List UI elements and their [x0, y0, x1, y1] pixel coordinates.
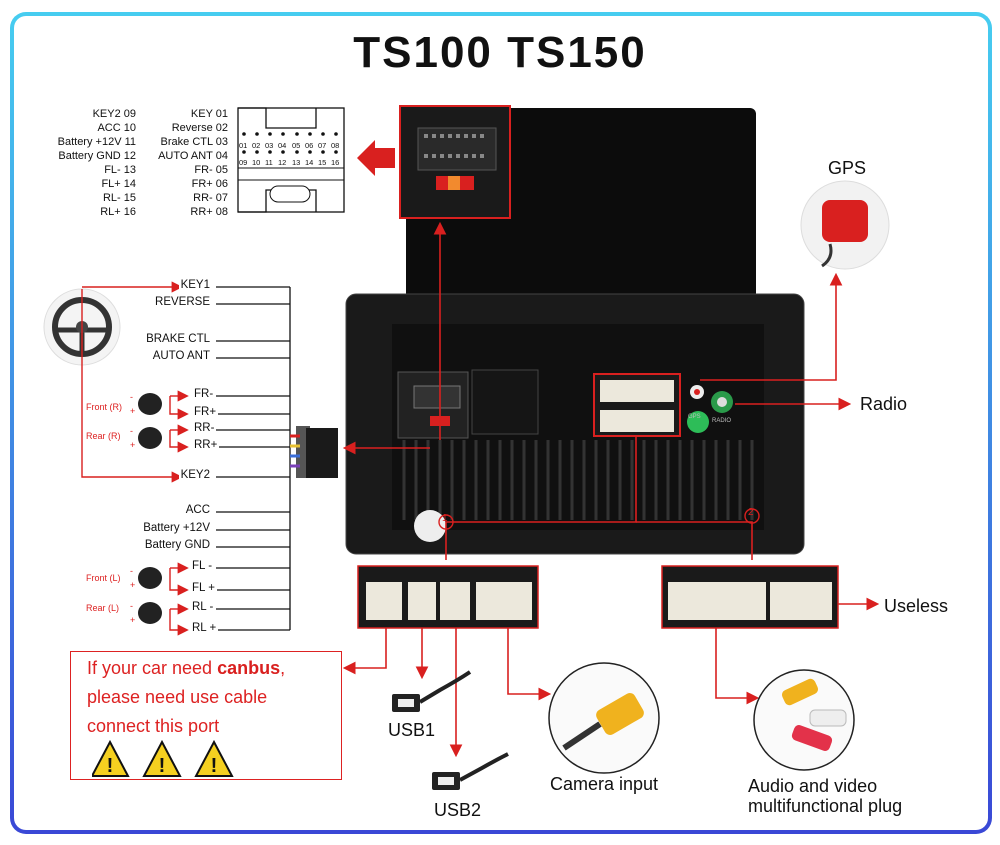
- radio-port-label: RADIO: [712, 418, 732, 424]
- harness-plug-image: [290, 426, 338, 478]
- wire-label-fr-minus: FR-: [192, 388, 216, 400]
- pin-label: Brake CTL 03: [160, 136, 228, 148]
- pinout-pointer-arrow: [357, 140, 395, 176]
- pin-label: Battery GND 12: [58, 150, 136, 162]
- av-plug-label-line2: multifunctional plug: [748, 796, 903, 816]
- pin-label: Battery +12V 11: [57, 136, 136, 148]
- pin-label: Reverse 02: [171, 122, 228, 134]
- wire-label-fl-plus: FL +: [190, 582, 217, 594]
- wire-label-key1: KEY1: [178, 279, 212, 291]
- wire-label-fl-minus: FL -: [190, 560, 215, 572]
- warning-icon: !: [142, 740, 182, 777]
- wire-label-rr-minus: RR-: [192, 422, 217, 434]
- warning-icon-glyph: !: [107, 755, 114, 777]
- warning-icon: !: [194, 740, 234, 777]
- warning-icons: ! ! !: [92, 740, 234, 777]
- canbus-note-line2: please need use cable: [87, 687, 268, 707]
- warning-icon-glyph: !: [159, 755, 166, 777]
- pin-label: FL- 13: [104, 164, 136, 176]
- marker-2: 2: [748, 507, 754, 518]
- wire-label-auto-ant: AUTO ANT: [150, 350, 212, 362]
- pin-number: 03: [265, 141, 274, 150]
- pin-label: RR+ 08: [190, 206, 228, 218]
- wire-label-acc: ACC: [183, 504, 212, 516]
- marker-1: 1: [442, 513, 448, 524]
- wire-label-brake: BRAKE CTL: [144, 333, 212, 345]
- canbus-keyword: canbus: [217, 658, 281, 678]
- speaker-tag-rear-right: Rear (R): [86, 431, 121, 441]
- polarity-minus: -: [130, 601, 133, 611]
- polarity-plus: +: [130, 406, 136, 416]
- wire-label-rl-plus: RL +: [190, 622, 219, 634]
- pin-number: 15: [318, 158, 327, 167]
- wire-label-battery-12v: Battery +12V: [141, 522, 212, 534]
- polarity-plus: +: [130, 440, 136, 450]
- warning-icon: !: [92, 740, 130, 777]
- polarity-minus: -: [130, 392, 133, 402]
- radio-label: Radio: [860, 394, 908, 414]
- pinout-connector-drawing: [237, 107, 345, 213]
- head-unit-back: [345, 293, 805, 555]
- usb1-label: USB1: [388, 720, 436, 740]
- pin-number: 06: [305, 141, 314, 150]
- speaker-tag-rear-left: Rear (L): [86, 603, 120, 613]
- canbus-note-prefix: If your car need: [87, 658, 218, 678]
- polarity-minus: -: [130, 566, 133, 576]
- pin-number: 13: [292, 158, 301, 167]
- gps-label: GPS: [828, 158, 867, 178]
- pin-label: RR- 07: [193, 192, 228, 204]
- connector-1-image: [357, 565, 539, 629]
- useless-label: Useless: [884, 596, 949, 616]
- pin-label: AUTO ANT 04: [158, 150, 228, 162]
- wire-label-reverse: REVERSE: [153, 296, 212, 308]
- head-unit-top-connector: [399, 105, 756, 308]
- pin-number: 07: [318, 141, 327, 150]
- pin-number: 12: [278, 158, 287, 167]
- pin-label: KEY 01: [190, 108, 228, 120]
- speaker-tag-front-right: Front (R): [86, 402, 122, 412]
- pin-label: FR- 05: [194, 164, 228, 176]
- connector-2-image: [661, 565, 839, 629]
- wire-label-battery-gnd: Battery GND: [142, 539, 212, 551]
- page-title: TS100 TS150: [353, 28, 647, 77]
- camera-input-label: Camera input: [550, 774, 659, 794]
- pin-number: 16: [331, 158, 340, 167]
- wire-label-key2: KEY2: [178, 469, 212, 481]
- gps-antenna-image: [800, 180, 890, 270]
- pin-label: KEY2 09: [92, 108, 136, 120]
- usb2-label: USB2: [434, 800, 482, 820]
- pin-label: ACC 10: [97, 122, 136, 134]
- pin-number: 01: [239, 141, 248, 150]
- pin-number: 10: [252, 158, 261, 167]
- polarity-plus: +: [130, 580, 136, 590]
- polarity-minus: -: [130, 426, 133, 436]
- pin-label: FR+ 06: [191, 178, 228, 190]
- canbus-note-suffix: ,: [280, 658, 286, 678]
- pin-number: 09: [239, 158, 248, 167]
- usb1-cable-image: [392, 670, 472, 712]
- wire-label-rr-plus: RR+: [192, 439, 220, 451]
- warning-icon-glyph: !: [211, 755, 218, 777]
- polarity-plus: +: [130, 615, 136, 625]
- pin-number: 04: [278, 141, 287, 150]
- pin-number: 02: [252, 141, 261, 150]
- pin-number: 11: [265, 158, 273, 167]
- canbus-note-line3: connect this port: [87, 716, 220, 736]
- pin-label: RL+ 16: [100, 206, 136, 218]
- av-plug-image: [753, 669, 855, 771]
- camera-rca-image: [548, 662, 660, 774]
- wire-label-fr-plus: FR+: [192, 406, 219, 418]
- canbus-note-line1: If your car need canbus,: [87, 658, 285, 679]
- pin-number: 14: [305, 158, 314, 167]
- speaker-tag-front-left: Front (L): [86, 573, 121, 583]
- av-plug-label-line1: Audio and video: [748, 776, 878, 796]
- pin-number: 05: [292, 141, 301, 150]
- pin-number: 08: [331, 141, 340, 150]
- pin-label: FL+ 14: [101, 178, 136, 190]
- usb2-cable-image: [432, 752, 509, 790]
- gps-port-label: GPS: [688, 414, 701, 420]
- pin-label: RL- 15: [102, 192, 136, 204]
- wire-label-rl-minus: RL -: [190, 601, 216, 613]
